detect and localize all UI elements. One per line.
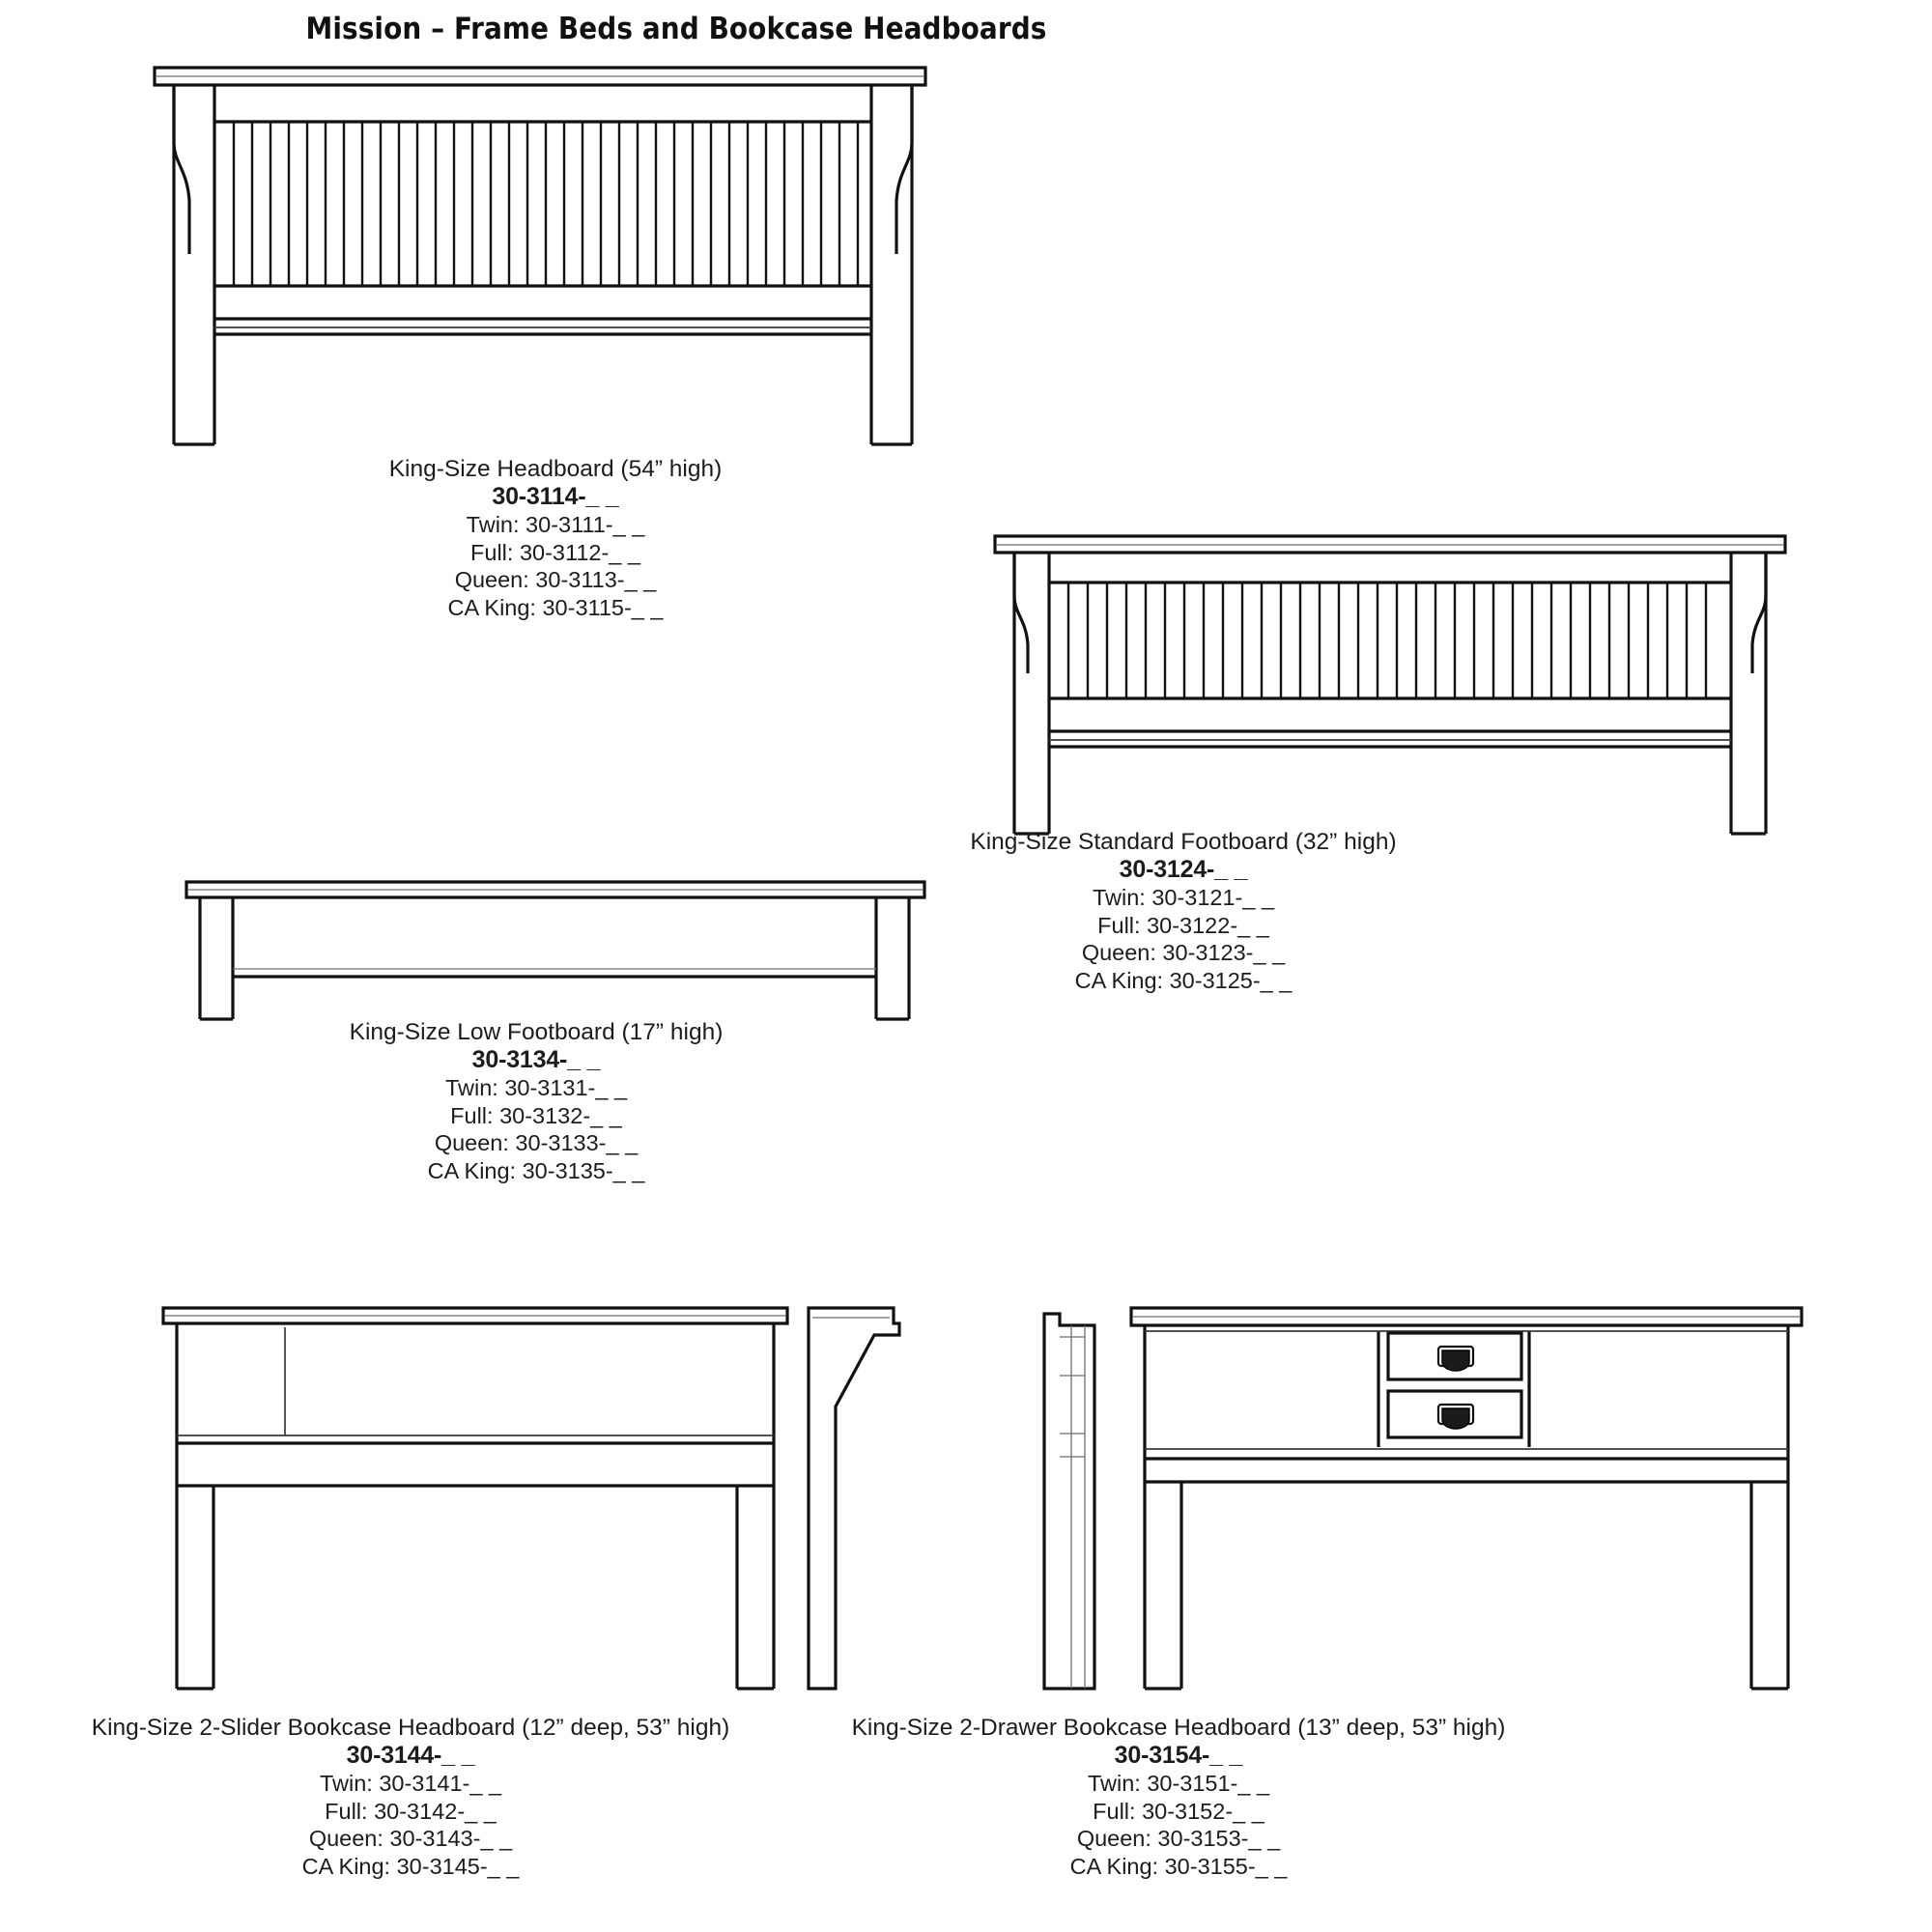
caption-king-size-2-drawer-bookcase-headboard: King-Size 2-Drawer Bookcase Headboard (1… [840, 1715, 1517, 1880]
figure-king-size-headboard [145, 56, 947, 462]
caption-sku: 30-3134-_ _ [471, 1046, 601, 1073]
caption-variant-ca-king: CA King: 30-3115-_ _ [447, 594, 664, 620]
caption-title: King-Size Standard Footboard (32” high) [970, 829, 1397, 855]
caption-sku: 30-3154-_ _ [1114, 1742, 1243, 1769]
caption-variant-ca-king: CA King: 30-3145-_ _ [301, 1853, 520, 1879]
caption-king-size-headboard: King-Size Headboard (54” high) 30-3114-_… [285, 456, 826, 621]
drawer-top-cap [1129, 1306, 1804, 1327]
caption-variant-queen: Queen: 30-3143-_ _ [308, 1826, 513, 1851]
caption-variant-queen: Queen: 30-3113-_ _ [454, 567, 657, 592]
caption-variant-twin: Twin: 30-3121-_ _ [1092, 885, 1275, 910]
footboard-slat-group [1066, 582, 1708, 698]
low-footboard-top-cap [185, 880, 926, 899]
headboard-slat-group [232, 122, 860, 286]
footboard-left-corbel [1012, 554, 1030, 673]
footboard-top-cap [993, 534, 1787, 554]
slider-side-profile [807, 1306, 901, 1690]
caption-variant-full: Full: 30-3122-_ _ [1097, 912, 1269, 938]
drawer-pull-lower-icon [1441, 1407, 1470, 1430]
headboard-top-cap [153, 66, 927, 87]
caption-variant-queen: Queen: 30-3133-_ _ [434, 1130, 639, 1155]
caption-variant-full: Full: 30-3132-_ _ [450, 1102, 622, 1128]
caption-variant-twin: Twin: 30-3141-_ _ [319, 1771, 502, 1796]
king-size-headboard-drawing [153, 66, 927, 446]
footboard-right-corbel [1750, 554, 1768, 673]
caption-variant-full: Full: 30-3142-_ _ [325, 1798, 497, 1824]
figure-king-size-2-slider-bookcase-headboard [159, 1302, 932, 1708]
slider-top-cap [161, 1306, 789, 1325]
caption-sku: 30-3144-_ _ [346, 1742, 475, 1769]
caption-title: King-Size 2-Drawer Bookcase Headboard (1… [851, 1715, 1506, 1741]
caption-king-size-standard-footboard: King-Size Standard Footboard (32” high) … [884, 829, 1483, 994]
caption-variant-ca-king: CA King: 30-3125-_ _ [1074, 967, 1293, 993]
king-size-2-slider-bookcase-headboard-drawing [161, 1306, 901, 1690]
king-size-standard-footboard-drawing [993, 534, 1787, 836]
caption-variant-queen: Queen: 30-3123-_ _ [1081, 940, 1286, 965]
caption-king-size-2-slider-bookcase-headboard: King-Size 2-Slider Bookcase Headboard (1… [82, 1715, 739, 1880]
caption-variant-full: Full: 30-3112-_ _ [470, 539, 640, 565]
caption-variant-ca-king: CA King: 30-3135-_ _ [427, 1157, 645, 1183]
caption-sku: 30-3114-_ _ [492, 483, 619, 510]
left-corbel-bracket [172, 87, 191, 249]
right-corbel-bracket [895, 87, 914, 254]
caption-king-size-low-footboard: King-Size Low Footboard (17” high) 30-31… [266, 1019, 807, 1184]
caption-title: King-Size Headboard (54” high) [388, 456, 723, 482]
caption-variant-ca-king: CA King: 30-3155-_ _ [1069, 1853, 1288, 1879]
figure-king-size-standard-footboard [985, 526, 1806, 845]
caption-variant-queen: Queen: 30-3153-_ _ [1076, 1826, 1281, 1851]
caption-sku: 30-3124-_ _ [1119, 856, 1248, 883]
caption-title: King-Size Low Footboard (17” high) [349, 1019, 724, 1045]
caption-variant-twin: Twin: 30-3111-_ _ [466, 512, 645, 537]
page-title: Mission – Frame Beds and Bookcase Headbo… [305, 12, 1047, 46]
caption-variant-full: Full: 30-3152-_ _ [1093, 1798, 1264, 1824]
caption-variant-twin: Twin: 30-3131-_ _ [444, 1075, 628, 1100]
figure-king-size-low-footboard [179, 874, 942, 1029]
drawer-side-profile [1042, 1312, 1096, 1690]
caption-variant-twin: Twin: 30-3151-_ _ [1087, 1771, 1270, 1796]
figure-king-size-2-drawer-bookcase-headboard [1038, 1302, 1821, 1708]
caption-title: King-Size 2-Slider Bookcase Headboard (1… [91, 1715, 730, 1741]
drawer-pull-upper-icon [1441, 1350, 1470, 1372]
king-size-2-drawer-bookcase-headboard-drawing [1042, 1306, 1804, 1690]
king-size-low-footboard-drawing [185, 880, 926, 1021]
